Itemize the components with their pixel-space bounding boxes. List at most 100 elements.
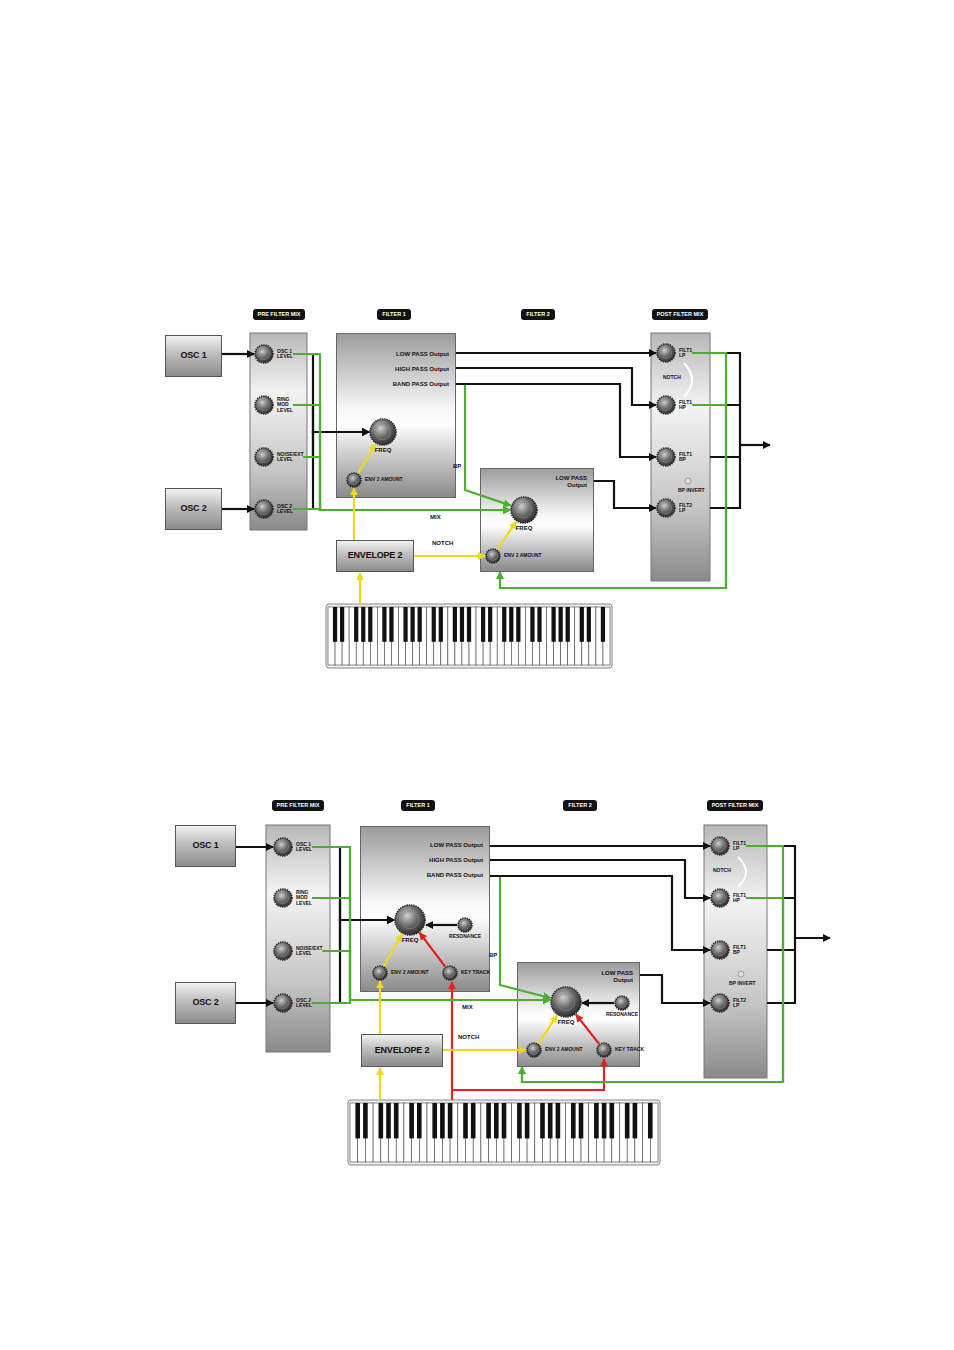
signal-label: MIX <box>462 1004 473 1011</box>
signal-label: NOTCH <box>663 375 681 381</box>
black-key <box>594 1103 599 1138</box>
control-knob: ENV 2 AMOUNT <box>346 472 362 488</box>
control-knob: OSC 2 LEVEL <box>254 499 293 519</box>
signal-label: NOTCH <box>458 1034 479 1041</box>
black-key <box>333 607 337 642</box>
knob-body <box>615 996 629 1010</box>
knob-cap <box>259 452 270 463</box>
knob-label: NOISE/EXT LEVEL <box>277 452 304 463</box>
knob-cap <box>715 998 726 1009</box>
control-knob: FILT2 LP <box>710 993 746 1013</box>
knob-label: FILT2 LP <box>733 998 746 1009</box>
keyboard-body <box>326 604 612 668</box>
label-holder: NOTCH <box>432 540 453 547</box>
black-key <box>517 1103 522 1138</box>
knob-body <box>551 987 581 1017</box>
knob-label: NOISE/EXT LEVEL <box>296 946 323 957</box>
knob-label: KEY TRACK <box>615 1047 639 1053</box>
knob-label: ENV 2 AMOUNT <box>504 553 528 559</box>
signal-label: NOTCH <box>432 540 453 547</box>
module-title: ENVELOPE 2 <box>348 551 403 561</box>
black-key <box>418 607 422 642</box>
knob-cap <box>661 503 672 514</box>
black-key <box>548 1103 553 1138</box>
module-title: ENVELOPE 2 <box>375 1046 430 1056</box>
black-key <box>587 607 591 642</box>
signal-label: BP <box>453 463 461 470</box>
section-heading: FILTER 1 <box>377 309 410 320</box>
output-label: LOW PASS Output <box>553 475 587 488</box>
knob-cap <box>557 993 575 1011</box>
signal-connector <box>414 555 485 557</box>
black-key <box>537 607 541 642</box>
control-knob: FILT1 LP <box>656 343 692 363</box>
knob-cap <box>489 552 498 561</box>
knob-cap <box>350 476 359 485</box>
signal-connector <box>594 481 656 508</box>
black-key <box>516 607 520 642</box>
knob-label: FILT1 BP <box>679 452 692 463</box>
signal-label: BP INVERT <box>729 981 756 987</box>
filter-box: FREQENV 2 AMOUNTLOW PASS OutputHIGH PASS… <box>336 333 456 498</box>
knob-label: RING MOD LEVEL <box>277 397 293 414</box>
knob-cap <box>278 893 289 904</box>
control-knob: ENV 2 AMOUNT <box>485 548 501 564</box>
notch-bracket <box>738 857 746 887</box>
mixer-panel <box>651 333 710 581</box>
label-holder: BP INVERT <box>678 488 705 494</box>
knob-cap <box>446 969 455 978</box>
knob-label: FILT1 BP <box>733 945 746 956</box>
black-key <box>648 1103 653 1138</box>
black-key <box>502 607 506 642</box>
knob-symbol <box>254 447 274 467</box>
knob-label: FREQ <box>375 447 392 454</box>
black-key <box>354 607 358 642</box>
label-holder: NOTCH <box>713 868 731 874</box>
black-key <box>488 607 492 642</box>
black-key <box>601 607 605 642</box>
section-title: FILTER 1 <box>406 802 429 808</box>
section-heading: PRE FILTER MIX <box>253 309 306 320</box>
module-title: OSC 1 <box>192 841 218 851</box>
black-key <box>566 607 570 642</box>
knob-symbol <box>273 941 293 961</box>
output-label: LOW PASS Output <box>361 838 483 853</box>
black-key <box>467 607 471 642</box>
knob-cap <box>661 452 672 463</box>
knob-label-holder: FREQ <box>510 525 538 532</box>
output-bus <box>710 352 740 509</box>
knob-cap <box>618 999 627 1008</box>
knob-symbol <box>273 837 293 857</box>
black-key <box>609 1103 614 1138</box>
knob-cap <box>278 998 289 1009</box>
knob-label: KEY TRACK <box>461 970 485 976</box>
knob-body <box>711 837 729 855</box>
control-knob: OSC 1 LEVEL <box>254 344 293 364</box>
knob-label-holder: KEY TRACK <box>461 965 485 981</box>
knob-label: FILT1 HP <box>679 400 692 411</box>
knob-cap <box>661 400 672 411</box>
knob-cap <box>259 349 270 360</box>
section-title: FILTER 2 <box>526 311 549 317</box>
knob-body <box>347 473 361 487</box>
knob-label-holder: RESONANCE <box>457 934 473 940</box>
knob-symbol <box>442 965 458 981</box>
keyboard-gate-line <box>359 573 361 604</box>
knob-symbol <box>254 344 274 364</box>
control-knob: ENV 2 AMOUNT <box>372 965 388 981</box>
knob-cap <box>259 400 270 411</box>
knob-symbol <box>273 888 293 908</box>
black-key <box>432 1103 437 1138</box>
module-title: OSC 2 <box>192 998 218 1008</box>
knob-body <box>657 344 675 362</box>
knob-label-holder: FREQ <box>394 937 426 944</box>
control-knob: OSC 2 LEVEL <box>273 993 312 1013</box>
knob-body <box>255 345 273 363</box>
black-key <box>551 607 555 642</box>
black-key <box>556 1103 561 1138</box>
module-box: ENVELOPE 2 <box>336 540 414 572</box>
black-key <box>494 1103 499 1138</box>
control-knob: RING MOD LEVEL <box>254 395 293 415</box>
black-key <box>602 1103 607 1138</box>
mixer-panel <box>266 825 330 1052</box>
